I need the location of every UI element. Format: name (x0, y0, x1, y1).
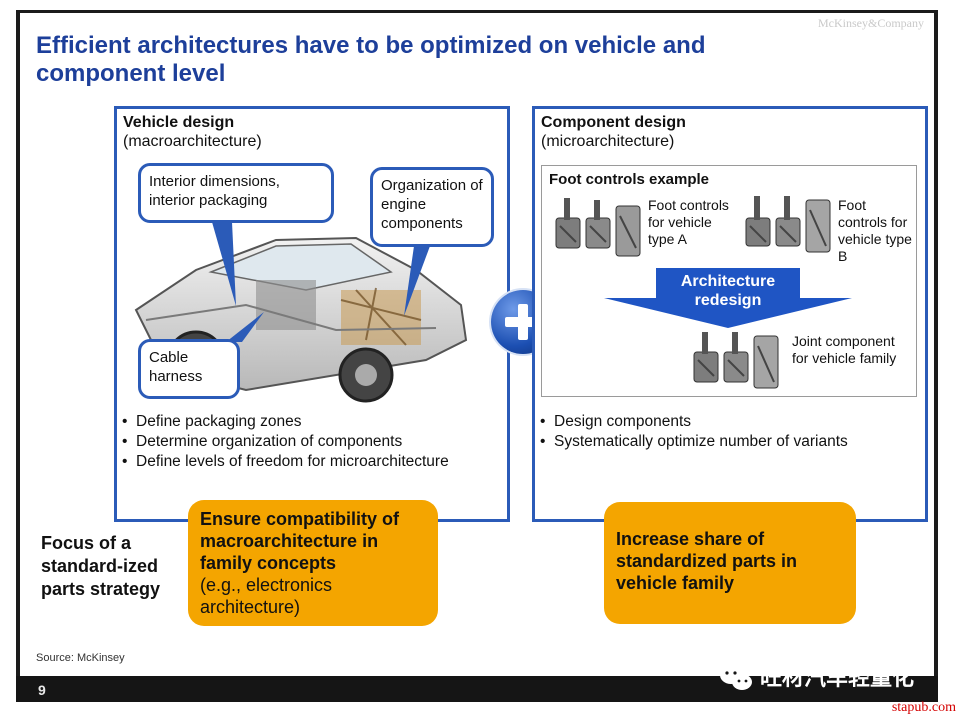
vehicle-design-title: Vehicle design (123, 114, 235, 131)
component-design-title: Component design (541, 114, 686, 131)
label-type-b: Foot controls for vehicle type B (838, 197, 912, 264)
orange-left-example: (e.g., electronics architecture) (200, 575, 333, 617)
component-bullets: Design components Systematically optimiz… (540, 412, 924, 452)
vehicle-design-heading: Vehicle design (macroarchitecture) (123, 113, 262, 151)
component-design-subtitle: (microarchitecture) (541, 133, 675, 150)
redesign-arrow-icon (604, 268, 852, 328)
brand-logo: McKinsey&Company (818, 16, 924, 30)
footer-bar (16, 676, 938, 702)
orange-right-main: Increase share of standardized parts in … (616, 529, 798, 593)
vehicle-design-subtitle: (macroarchitecture) (123, 133, 262, 150)
label-type-a: Foot controls for vehicle type A (648, 197, 729, 247)
callout-interior-dimensions: Interior dimensions, interior packaging (138, 163, 334, 223)
callout-cable-harness: Cable harness (138, 339, 240, 399)
source-note: Source: McKinsey (36, 652, 125, 664)
component-design-heading: Component design (microarchitecture) (541, 113, 686, 151)
arrow-label: Architecture redesign (680, 273, 776, 309)
site-watermark: stapub.com (891, 700, 956, 715)
pedals-type-b-icon (745, 196, 831, 253)
frame-top (16, 10, 938, 13)
slide-title: Efficient architectures have to be optim… (36, 32, 706, 87)
orange-box-right: Increase share of standardized parts in … (604, 502, 856, 624)
vehicle-bullets: Define packaging zones Determine organiz… (122, 412, 506, 472)
component-bullet-1: Design components (540, 412, 924, 432)
orange-left-main: Ensure compatibility of macroarchitectur… (200, 509, 400, 573)
vehicle-bullet-2: Determine organization of components (122, 432, 506, 452)
vehicle-bullet-1: Define packaging zones (122, 412, 506, 432)
frame-right (934, 10, 938, 678)
frame-left (16, 10, 20, 678)
focus-label: Focus of a standard-ized parts strategy (41, 533, 161, 599)
callout-engine-organization: Organization of engine components (370, 167, 494, 247)
wechat-icon (720, 666, 752, 690)
component-bullet-2: Systematically optimize number of varian… (540, 432, 924, 452)
vehicle-bullet-3: Define levels of freedom for microarchit… (122, 452, 506, 472)
label-joint: Joint component for vehicle family (792, 333, 897, 366)
pedals-type-a-icon (555, 198, 641, 257)
foot-controls-title: Foot controls example (549, 171, 710, 188)
callout-pointers (212, 222, 430, 342)
orange-box-left: Ensure compatibility of macroarchitectur… (188, 500, 438, 626)
pedals-joint-icon (693, 332, 779, 389)
watermark-text: 旺材汽车轻量化 (760, 665, 915, 690)
page-number: 9 (38, 682, 46, 698)
